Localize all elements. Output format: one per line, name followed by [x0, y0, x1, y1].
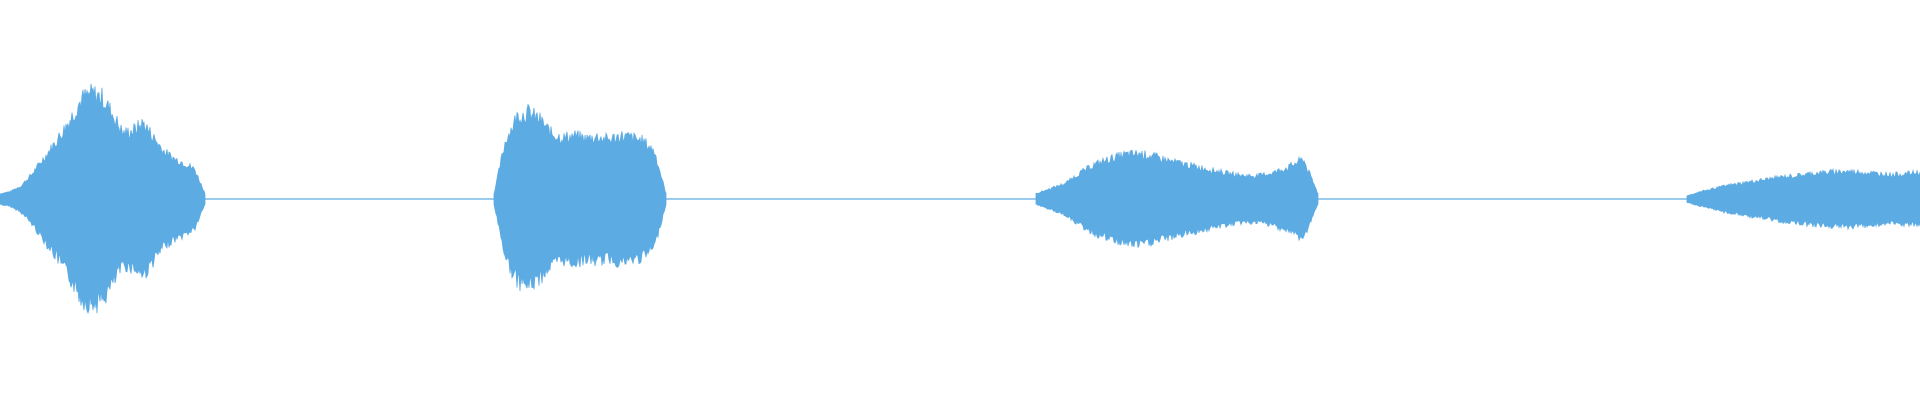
waveform-segment-2 — [493, 103, 667, 292]
waveform-segment-3 — [1035, 149, 1319, 249]
waveform-segment-1 — [0, 83, 206, 315]
waveform-segment-4 — [1686, 168, 1920, 231]
